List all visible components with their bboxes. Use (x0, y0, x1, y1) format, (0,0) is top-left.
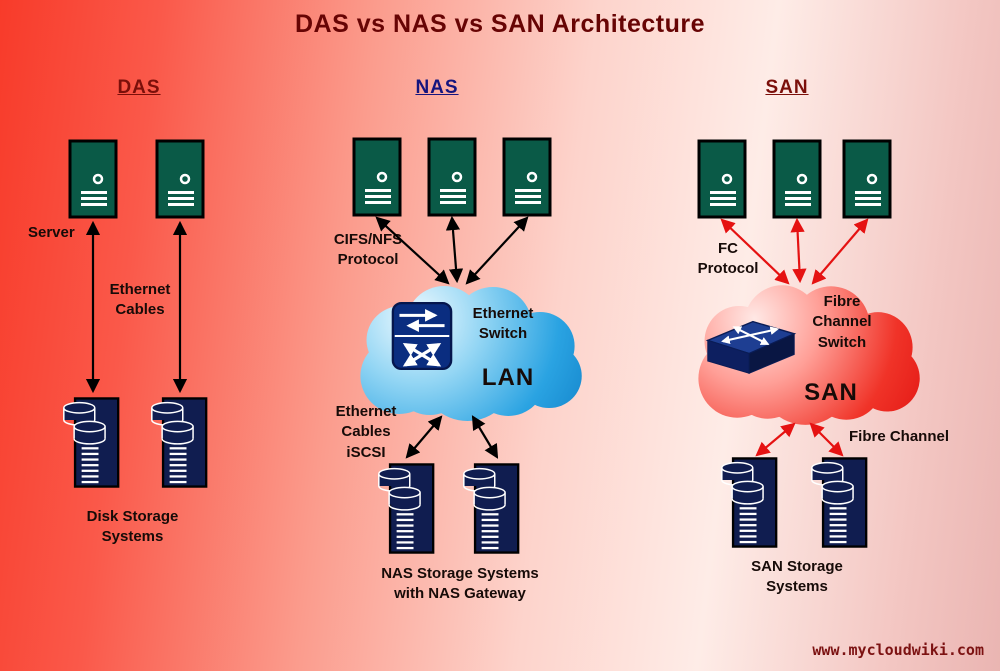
das-storage-label: Disk Storage Systems (86, 508, 179, 546)
das-disk-storage-icon-2 (149, 393, 209, 492)
nas-downlink-arrow-2 (471, 415, 499, 459)
nas-heading: NAS (415, 77, 459, 98)
nas-uplink-arrow-2 (445, 215, 464, 284)
nas-storage-icon-2 (461, 459, 521, 558)
nas-cables-iscsi-label: Ethernet Cables iSCSI (335, 403, 397, 461)
san-storage-icon-1 (719, 453, 779, 552)
san-network-label: SAN (804, 379, 858, 406)
nas-protocol-label: CIFS/NFS Protocol (333, 231, 403, 269)
san-protocol-label: FC Protocol (697, 240, 759, 278)
das-heading: DAS (117, 77, 161, 98)
nas-server-icon-1 (352, 137, 402, 217)
das-server-label: Server (28, 224, 75, 241)
diagram-title: DAS vs NAS vs SAN Architecture (294, 10, 706, 38)
san-fibre-channel-label: Fibre Channel (849, 428, 950, 445)
das-server-icon-2 (155, 139, 205, 219)
nas-server-icon-3 (502, 137, 552, 217)
fibre-channel-switch-icon (704, 314, 798, 378)
nas-storage-icon-1 (376, 459, 436, 558)
nas-uplink-arrow-3 (465, 216, 529, 285)
san-heading: SAN (765, 77, 809, 98)
san-switch-label: Fibre Channel Switch (812, 293, 872, 351)
ethernet-switch-icon (391, 301, 453, 371)
lan-network-label: LAN (481, 364, 535, 391)
san-uplink-arrow-3 (811, 218, 869, 285)
nas-server-icon-2 (427, 137, 477, 217)
san-server-icon-2 (772, 139, 822, 219)
san-server-icon-3 (842, 139, 892, 219)
san-uplink-arrow-2 (790, 217, 807, 284)
nas-storage-label: NAS Storage Systems with NAS Gateway (381, 565, 539, 603)
san-storage-icon-2 (809, 453, 869, 552)
das-server-icon-1 (68, 139, 118, 219)
san-server-icon-1 (697, 139, 747, 219)
san-downlink-arrow-2 (809, 422, 844, 457)
das-disk-storage-icon-1 (61, 393, 121, 492)
nas-switch-label: Ethernet Switch (472, 305, 534, 343)
das-ethernet-cables-label: Ethernet Cables (109, 281, 171, 319)
watermark: www.mycloudwiki.com (812, 641, 984, 659)
san-storage-label: SAN Storage Systems (751, 558, 843, 596)
san-downlink-arrow-1 (755, 422, 796, 457)
